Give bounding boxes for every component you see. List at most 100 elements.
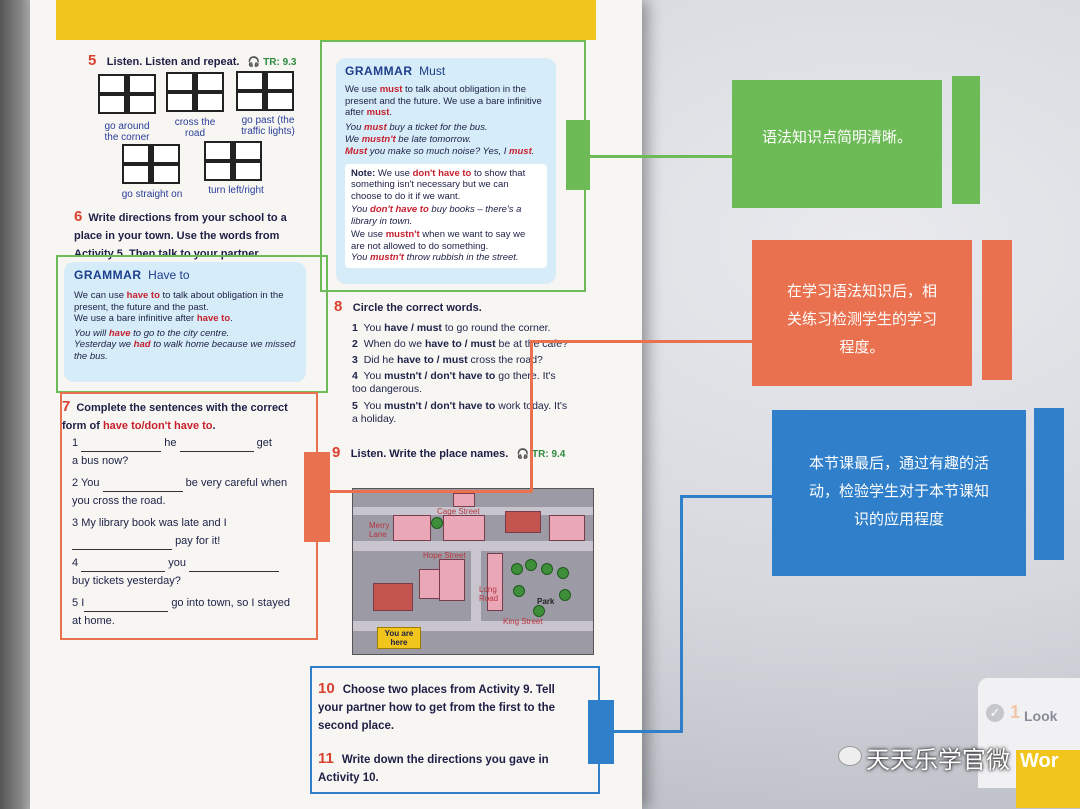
street-label: Long Road [479, 585, 499, 603]
road-caption: go straight on [121, 189, 183, 200]
exercise-number: 10 [318, 680, 335, 697]
exercise-10: 10 Choose two places from Activity 9. Te… [318, 680, 582, 734]
callout-stripe [982, 240, 1012, 380]
exercise-9-header: 9 Listen. Write the place names. 🎧 TR: 9… [332, 444, 565, 462]
street-label: King Street [503, 617, 543, 626]
grammar-example: Must you make so much noise? Yes, I must… [345, 145, 535, 157]
choice-item: 4 You mustn't / don't have to go there. … [352, 370, 556, 395]
grammar-note: Note: We use don't have to to show that … [345, 163, 547, 268]
exercise-instruction: Write directions from your school to a p… [74, 212, 287, 260]
exercise-instruction: Circle the correct words. [352, 302, 482, 314]
exercise-instruction: Complete the sentences with the correct … [62, 402, 288, 432]
building [549, 515, 585, 541]
grammar-title: GRAMMAR Must [345, 64, 446, 78]
exercise-7-header: 7 Complete the sentences with the correc… [62, 398, 302, 434]
callout-grammar: 语法知识点简明清晰。 [732, 80, 942, 208]
road-diagram-past [236, 71, 294, 111]
sentence-item: 4 you buy tickets yesterday? [72, 554, 308, 590]
blue-connector [680, 495, 683, 733]
grammar-example: Yesterday we had to walk home because we… [74, 339, 296, 362]
exercise-instruction: Listen. Write the place names. [350, 448, 509, 460]
building [443, 515, 485, 541]
choice-item: 5 You mustn't / don't have to work today… [352, 400, 568, 425]
callout-activity: 本节课最后，通过有趣的活动，检验学生对于本节课知识的应用程度 [772, 410, 1026, 576]
road-diagram-corner [98, 74, 156, 114]
watermark: 天天乐学官微 [866, 746, 1010, 774]
answer-blank[interactable] [102, 481, 183, 492]
grammar-example: We mustn't be late tomorrow. [345, 133, 472, 145]
exercise-number: 7 [62, 398, 71, 415]
track-number: TR: 9.4 [532, 449, 566, 460]
exercise-8-items: 1 You have / must to go round the corner… [352, 320, 572, 426]
green-tab [566, 120, 590, 190]
exercise-6: 6 Write directions from your school to a… [74, 208, 300, 262]
road-diagram-turn [204, 141, 262, 181]
street-cage [353, 507, 593, 515]
exercise-number: 11 [318, 750, 334, 767]
you-are-here-marker: You are here [377, 627, 421, 649]
green-connector [590, 155, 735, 158]
exercise-5-header: 5 Listen. Listen and repeat. 🎧 TR: 9.3 [88, 52, 296, 70]
road-diagram-cross [166, 72, 224, 112]
audio-track: 🎧 TR: 9.4 [516, 449, 566, 460]
exercise-instruction: Look [1024, 708, 1058, 724]
blue-tab [588, 700, 614, 764]
grammar-box-have-to: GRAMMAR Have to We can use have to to ta… [64, 262, 306, 382]
page-header-bar [56, 0, 596, 40]
exercise-number: 6 [74, 208, 83, 225]
street-label: Cage Street [437, 507, 480, 516]
grammar-box-must: GRAMMAR Must We use must to talk about o… [336, 58, 556, 284]
orange-connector [330, 490, 532, 493]
building [505, 511, 541, 533]
tree [513, 585, 525, 597]
exercise-number: 1 [1010, 702, 1021, 722]
exercise-11: 11 Write down the directions you gave in… [318, 750, 582, 786]
blue-connector [612, 730, 682, 733]
exercise-number: 8 [334, 298, 343, 315]
tree [559, 589, 571, 601]
answer-blank[interactable] [72, 539, 172, 550]
check-icon: ✓ [986, 704, 1004, 722]
road-caption: turn left/right [208, 185, 264, 196]
street-label: Merry Lane [369, 521, 390, 539]
choice-item: 3 Did he have to / must cross the road? [352, 354, 543, 366]
tree [431, 517, 443, 529]
road-diagram-straight [122, 144, 180, 184]
next-page-tab: Wor [1016, 750, 1080, 808]
building [487, 553, 503, 611]
answer-blank[interactable] [179, 441, 254, 452]
exercise-8: 8 Circle the correct words. 1 You have /… [334, 298, 594, 426]
exercise-instruction: Write down the directions you gave in Ac… [318, 754, 549, 784]
answer-blank[interactable] [84, 601, 169, 612]
audio-track: 🎧 TR: 9.3 [247, 57, 297, 68]
building [393, 515, 431, 541]
tree [525, 559, 537, 571]
callout-practice: 在学习语法知识后，相关练习检测学生的学习程度。 [752, 240, 972, 386]
park-label: Park [537, 597, 555, 606]
answer-blank[interactable] [189, 561, 280, 572]
grammar-rule: We use a bare infinitive after have to. [74, 313, 233, 324]
choice-item: 2 When do we have to / must be at the ca… [352, 338, 568, 350]
answer-blank[interactable] [81, 441, 162, 452]
tree [511, 563, 523, 575]
callout-stripe [1034, 408, 1064, 560]
grammar-title: GRAMMAR Have to [74, 268, 190, 282]
exercise-instruction: Choose two places from Activity 9. Tell … [318, 684, 556, 732]
street-long-road [471, 541, 481, 631]
blue-connector [680, 495, 772, 498]
street-label: Hope Street [423, 551, 466, 560]
exercise-number: 9 [332, 444, 341, 461]
track-number: TR: 9.3 [263, 57, 297, 68]
callout-stripe [952, 76, 980, 204]
tree [541, 563, 553, 575]
answer-blank[interactable] [81, 561, 166, 572]
wechat-icon [838, 746, 862, 766]
